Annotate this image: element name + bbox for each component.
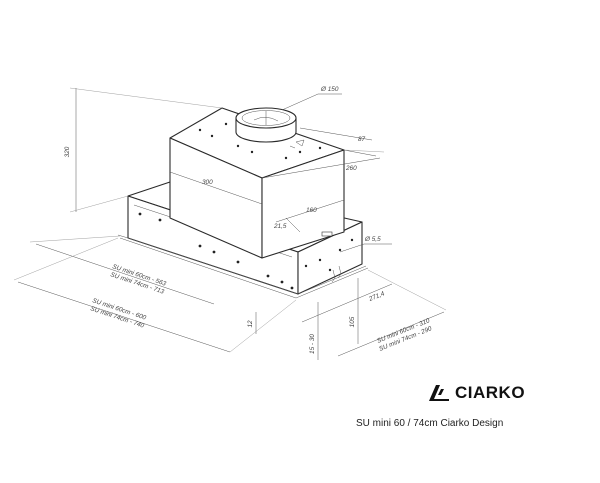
dim-height-12: 12 [247, 312, 257, 334]
svg-text:160: 160 [306, 207, 317, 214]
svg-text:87: 87 [358, 136, 366, 143]
svg-text:300: 300 [202, 179, 213, 186]
duct-collar [235, 107, 297, 143]
brand-logo: CIARKO [427, 383, 525, 403]
dim-depth-160: 160 [275, 199, 345, 223]
hook-detail [331, 265, 342, 283]
dim-height-105: 105 [349, 278, 359, 344]
dim-outer-depth: SU mini 60cm - 310 SU mini 74cm - 290 [337, 269, 447, 357]
dim-edge-21-5: 21,5 [273, 217, 301, 233]
svg-text:260: 260 [345, 165, 357, 172]
dim-height-320: 320 [64, 87, 223, 213]
motor-box [169, 107, 345, 259]
svg-text:21,5: 21,5 [273, 223, 287, 230]
dim-depth-260: 260 [261, 149, 385, 179]
svg-text:15 - 30: 15 - 30 [309, 334, 316, 354]
dim-duct-diameter: Ø 150 [281, 86, 342, 111]
svg-text:12: 12 [247, 320, 254, 328]
screw-holes [138, 122, 354, 290]
svg-text:105: 105 [349, 316, 356, 327]
ciarko-chevron-logo-icon [429, 385, 449, 401]
cable-slot [321, 231, 333, 237]
dim-offset-87: 87 [299, 127, 377, 157]
dim-hole-diameter: Ø 5,5 [339, 236, 392, 253]
model-caption: SU mini 60 / 74cm Ciarko Design [356, 418, 504, 429]
brand-name: CIARKO [455, 383, 526, 402]
svg-text:Ø 150: Ø 150 [320, 86, 339, 93]
bracket-detail [289, 139, 305, 149]
dim-width-300: 300 [169, 171, 263, 205]
svg-text:320: 320 [64, 146, 71, 157]
svg-text:271,4: 271,4 [367, 290, 386, 303]
dim-height-15-30: 15 - 30 [309, 302, 319, 360]
svg-text:Ø 5,5: Ø 5,5 [364, 236, 381, 243]
